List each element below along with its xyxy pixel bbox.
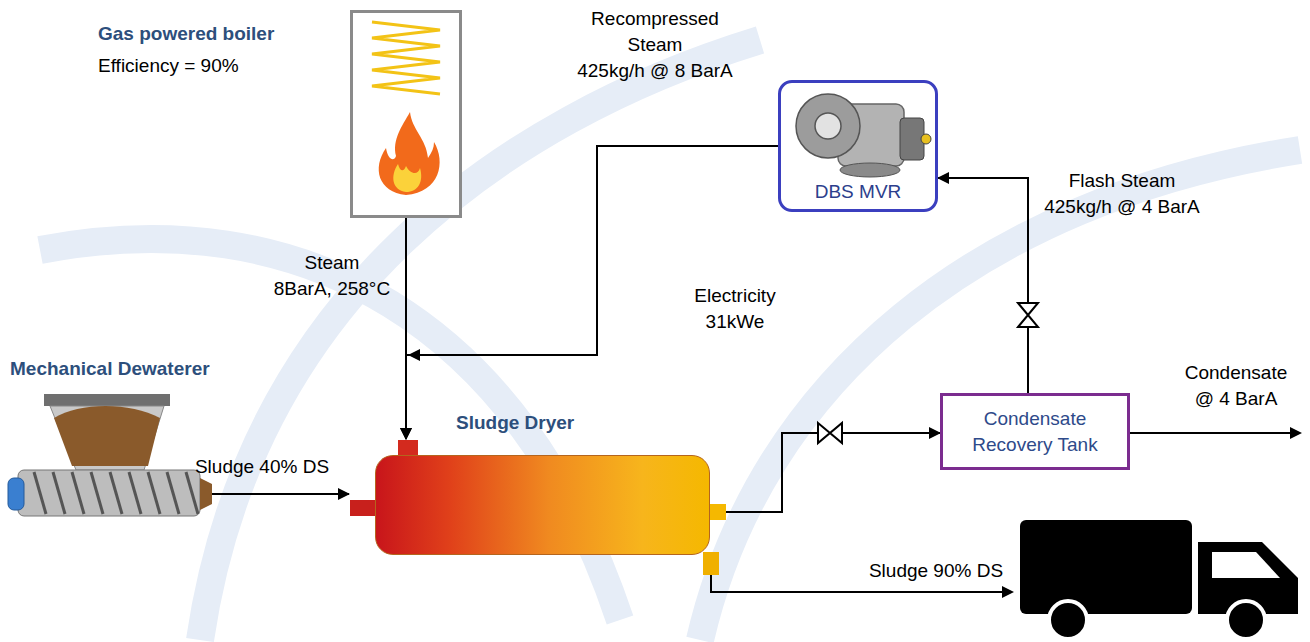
text-line: @ 4 BarA: [1185, 386, 1287, 412]
text-line: Condensate: [943, 406, 1127, 432]
text-line: 8BarA, 258°C: [274, 276, 390, 302]
dewaterer-figure: Mechanical Dewaterer: [10, 392, 212, 524]
node-heading: Sludge Dryer: [456, 410, 574, 436]
pipe-connector: [938, 178, 1028, 393]
truck: [1020, 520, 1192, 614]
edge-label: Steam 8BarA, 258°C: [274, 250, 390, 302]
dryer-nozzles: [350, 440, 726, 575]
screw-flights: [34, 472, 198, 514]
text-line: 31kWe: [694, 309, 775, 335]
pipes: [1130, 432, 1292, 434]
flame-inner: [393, 164, 421, 192]
dewaterer-art: [18, 470, 200, 516]
flow-note: Electricity 31kWe: [694, 283, 775, 335]
valve-symbol: [818, 423, 842, 443]
heating-coil: [372, 22, 440, 94]
valve-symbol: [818, 423, 842, 443]
compressor-art: [840, 163, 900, 177]
compressor-box: DBS MVR: [778, 80, 938, 212]
pipe-connector: [212, 493, 349, 495]
edge-label: Flash Steam 425kg/h @ 4 BarA: [1044, 168, 1200, 220]
dewaterer-art: [8, 394, 212, 516]
text-line: Flash Steam: [1044, 168, 1200, 194]
screw-flights: [53, 472, 65, 514]
dewaterer-art: [54, 406, 160, 466]
node-heading: Mechanical Dewaterer: [10, 356, 210, 382]
merge-arrowhead: [408, 349, 420, 361]
arrowheads: [1002, 586, 1014, 598]
compressor-art: [900, 118, 924, 160]
valve-symbol: [1018, 303, 1038, 327]
screw-flights: [167, 472, 179, 514]
edge-label: Sludge 40% DS: [195, 454, 329, 480]
watermark: [700, 150, 1300, 640]
watermark: [200, 40, 760, 640]
valve-symbol: [1018, 303, 1038, 327]
dryer-nozzles: [350, 500, 378, 516]
text-line: Steam: [274, 250, 390, 276]
text-line: Steam: [577, 32, 733, 58]
node-heading: Gas powered boiler: [98, 21, 274, 47]
boiler-art: [352, 12, 460, 216]
text-line: Recompressed: [577, 6, 733, 32]
merge-arrowhead: [408, 349, 420, 361]
dewaterer-art: [50, 406, 164, 470]
flow-note: Condensate @ 4 BarA: [1185, 360, 1287, 412]
arrowheads: [1290, 427, 1302, 439]
pipe-connector: [726, 433, 940, 512]
truck: [1020, 520, 1298, 639]
node-text: DBS MVR: [781, 179, 935, 205]
text-line: Recovery Tank: [943, 432, 1127, 458]
watermark: [40, 40, 1300, 640]
screw-flights: [110, 472, 122, 514]
truck: [1227, 601, 1265, 639]
screw-flights: [129, 472, 141, 514]
flow-note: Sludge 90% DS: [869, 558, 1003, 584]
boiler-art: [352, 12, 460, 216]
screw-flights: [91, 472, 103, 514]
dewaterer-art: [8, 478, 24, 510]
dewaterer-art: [44, 394, 170, 406]
screw-flights: [34, 472, 46, 514]
truck: [1049, 601, 1087, 639]
compressor-art: [796, 94, 931, 177]
dryer-nozzles: [703, 552, 719, 575]
dewaterer-art: [200, 478, 212, 510]
node-text: Efficiency = 90%: [98, 53, 239, 79]
compressor-art: [815, 113, 841, 139]
text-line: 425kg/h @ 8 BarA: [577, 58, 733, 84]
screw-flights: [72, 472, 84, 514]
text-line: Condensate: [1185, 360, 1287, 386]
text-line: 425kg/h @ 4 BarA: [1044, 194, 1200, 220]
edge-label: Recompressed Steam 425kg/h @ 8 BarA: [577, 6, 733, 84]
text-line: Electricity: [694, 283, 775, 309]
boiler-box: Gas powered boilerEfficiency = 90%: [350, 10, 462, 218]
compressor-art: [921, 134, 931, 144]
tank-box: Condensate Recovery Tank: [940, 393, 1130, 470]
screw-flights: [148, 472, 160, 514]
compressor-art: [796, 94, 860, 158]
node-text: Condensate Recovery Tank: [943, 406, 1127, 458]
flame: [379, 112, 440, 195]
watermark: [40, 239, 620, 620]
screw-flights: [186, 472, 198, 514]
truck: [1212, 552, 1280, 578]
dryer-vessel: Sludge Dryer: [375, 455, 710, 555]
